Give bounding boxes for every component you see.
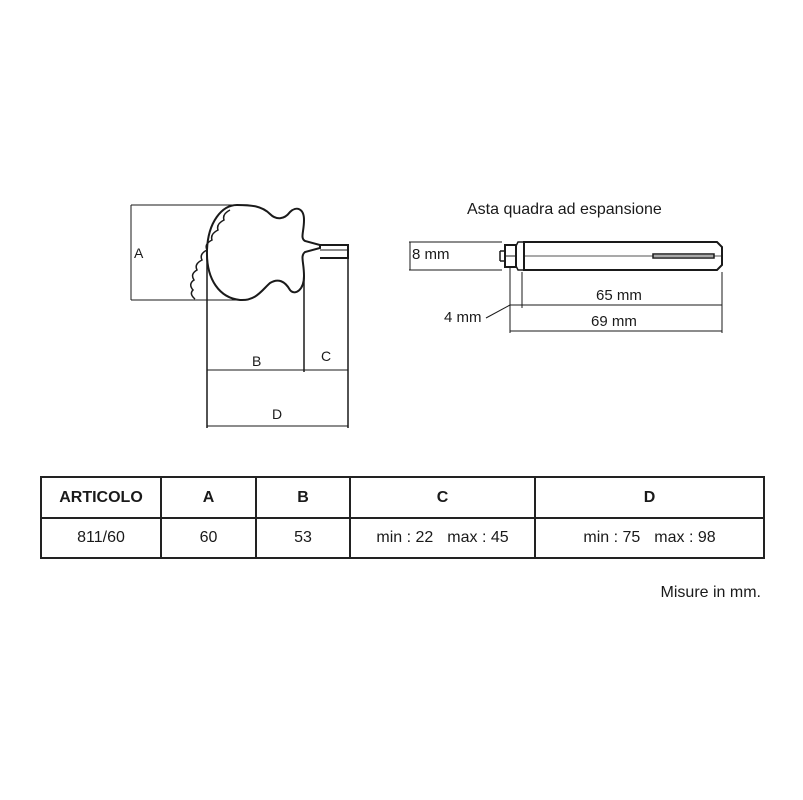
header-c: C (349, 476, 536, 519)
header-articolo: ARTICOLO (40, 476, 162, 519)
rod-dim-height: 8 mm (412, 246, 450, 263)
cell-articolo: 811/60 (40, 517, 162, 559)
label-c: C (321, 348, 331, 364)
cell-d-max: max : 98 (654, 529, 716, 546)
knob-outline (205, 203, 321, 302)
knob-side-view (190, 203, 349, 302)
cell-c-min: min : 22 (376, 529, 434, 546)
knob-grip-texture (190, 209, 231, 300)
label-d: D (272, 406, 282, 422)
knob-dimensions (130, 204, 349, 428)
header-d: D (534, 476, 765, 519)
cell-c-max: max : 45 (447, 529, 509, 546)
rod-body (515, 241, 525, 271)
label-a: A (134, 245, 144, 261)
table-header-row: ARTICOLO A B C D (40, 476, 765, 519)
cell-d: min : 75 max : 98 (534, 517, 765, 559)
header-a: A (160, 476, 257, 519)
rod-dim-total: 69 mm (591, 313, 637, 330)
rod-slot (652, 253, 715, 259)
rod-title: Asta quadra ad espansione (467, 201, 662, 218)
label-b: B (252, 353, 261, 369)
table-row: 811/60 60 53 min : 22 max : 45 min : 75 ma… (40, 517, 765, 559)
knob-spindle (320, 244, 349, 259)
cell-c: min : 22 max : 45 (349, 517, 536, 559)
units-note: Misure in mm. (660, 584, 761, 601)
cell-d-min: min : 75 (583, 529, 641, 546)
rod-dim-inner: 65 mm (596, 287, 642, 304)
cell-b: 53 (255, 517, 351, 559)
rod-dim-nut: 4 mm (444, 309, 482, 326)
cell-a: 60 (160, 517, 257, 559)
header-b: B (255, 476, 351, 519)
spec-table: ARTICOLO A B C D 811/60 60 53 min : 22 ma… (40, 476, 765, 559)
rod-view (499, 241, 723, 271)
rod-dimensions (409, 241, 723, 333)
